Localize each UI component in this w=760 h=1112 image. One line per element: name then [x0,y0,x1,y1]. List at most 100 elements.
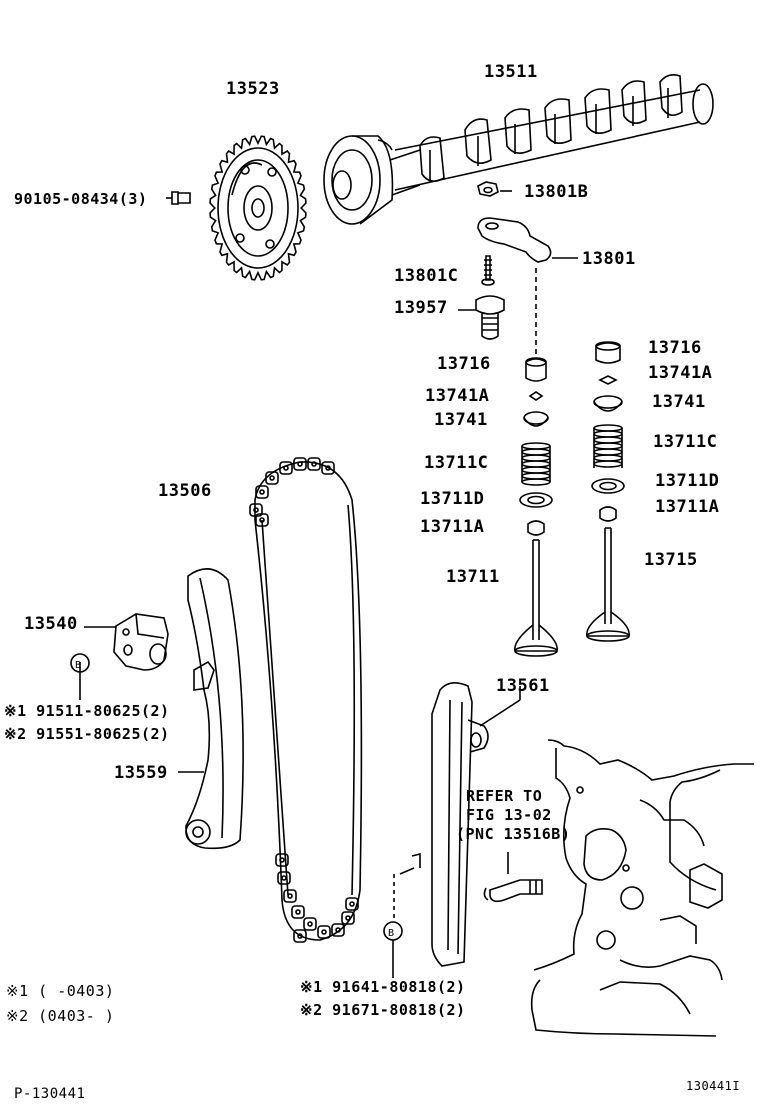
part-label-13741-intake: 13741 [434,410,488,430]
part-label-13711C-intake: 13711C [424,453,489,473]
chain-pin [298,462,302,466]
chain-link [294,930,306,942]
sprocket-bolt [166,192,190,204]
chain-link [342,912,354,924]
part-label-13711C-exhaust: 13711C [653,432,718,452]
chain-link [280,462,292,474]
part-label-13523: 13523 [226,79,280,99]
engine-block [532,740,754,1036]
bolt-marker-right [384,922,402,978]
chain-link [308,458,320,470]
chain-pin [280,858,284,862]
chain-pin [350,902,354,906]
part-label-13716-exhaust: 13716 [648,338,702,358]
chain-pin [298,934,302,938]
exhaust-valve-stack [587,342,629,641]
note-1: ※1 ( -0403) [6,982,115,1000]
chain-pin [312,462,316,466]
note-2: ※2 (0403- ) [6,1007,115,1025]
chain-tensioner [80,614,168,700]
part-label-13957: 13957 [394,298,448,318]
rocker-nut [478,182,512,196]
camshaft [324,75,713,224]
part-label-13715: 13715 [644,550,698,570]
camshaft-sprocket [210,136,306,280]
adjusting-screw [482,256,494,285]
chain-pin [346,916,350,920]
spring-coil [594,443,622,449]
part-label-13711D-exhaust: 13711D [655,471,720,491]
chain-link [322,462,334,474]
chain-link [292,906,304,918]
chain-link [284,890,296,902]
bolt-left-line2: ※2 91551-80625(2) [4,725,170,743]
chain-pin [270,476,274,480]
chain-link [318,926,330,938]
chain-link [266,472,278,484]
chain-damper [394,683,520,966]
chain-link [276,854,288,866]
chain-pin [260,490,264,494]
chain-pin [296,910,300,914]
chain-link [304,918,316,930]
spring-coil [594,431,622,437]
bolt-right-line2: ※2 91671-80818(2) [300,1001,466,1019]
spring-coil [522,479,550,485]
spring-coil [522,455,550,461]
chain-link [346,898,358,910]
refer-line1: REFER TO [466,787,543,805]
intake-valve-stack [515,358,557,656]
spring-coil [594,425,622,431]
chain-link [332,924,344,936]
chain-link [256,514,268,526]
chain-link [294,458,306,470]
part-label-13716-intake: 13716 [437,354,491,374]
chain-pin [326,466,330,470]
spring-coil [594,455,622,461]
spring-coil [522,443,550,449]
refer-line3: (PNC 13516B) [456,825,571,843]
chain-link [278,872,290,884]
chain-pin [282,876,286,880]
bolt-right-line1: ※1 91641-80818(2) [300,978,466,996]
chain-pin [322,930,326,934]
bolt-left-line1: ※1 91511-80625(2) [4,702,170,720]
part-label-13511: 13511 [484,62,538,82]
spring-coil [522,467,550,473]
rocker-arm [478,218,578,262]
chain-link [256,486,268,498]
chain-pin [284,466,288,470]
chain-pin [288,894,292,898]
spring-coil [522,449,550,455]
part-label-13711: 13711 [446,567,500,587]
footer-figure-id: P-130441 [14,1086,86,1102]
spring-coil [522,473,550,479]
chain-slipper [178,569,243,848]
spring-coil [594,449,622,455]
part-label-13540: 13540 [24,614,78,634]
part-label-13801: 13801 [582,249,636,269]
timing-chain [250,458,361,942]
chain-pin [254,508,258,512]
refer-line2: FIG 13-02 [466,806,552,824]
part-label-13711D-intake: 13711D [420,489,485,509]
part-label-13711A-intake: 13711A [420,517,485,537]
bolt-marker-left-letter: B [75,660,82,671]
part-label-13801B: 13801B [524,182,589,202]
chain-pin [260,518,264,522]
footer-illustration-id: 130441I [686,1079,741,1093]
bolt-marker-right-letter: B [388,928,395,939]
sprocket-teeth-outline [210,136,306,280]
part-label-13801C: 13801C [394,266,459,286]
part-label-13741A-exhaust: 13741A [648,363,713,383]
spring-coil [522,461,550,467]
oil-nozzle [484,852,542,901]
chain-pin [308,922,312,926]
spring-coil [594,437,622,443]
spring-coil [594,461,622,467]
part-label-13561: 13561 [496,676,550,696]
part-label-13559: 13559 [114,763,168,783]
bolt-marker-left [71,654,89,672]
chain-pin [336,928,340,932]
